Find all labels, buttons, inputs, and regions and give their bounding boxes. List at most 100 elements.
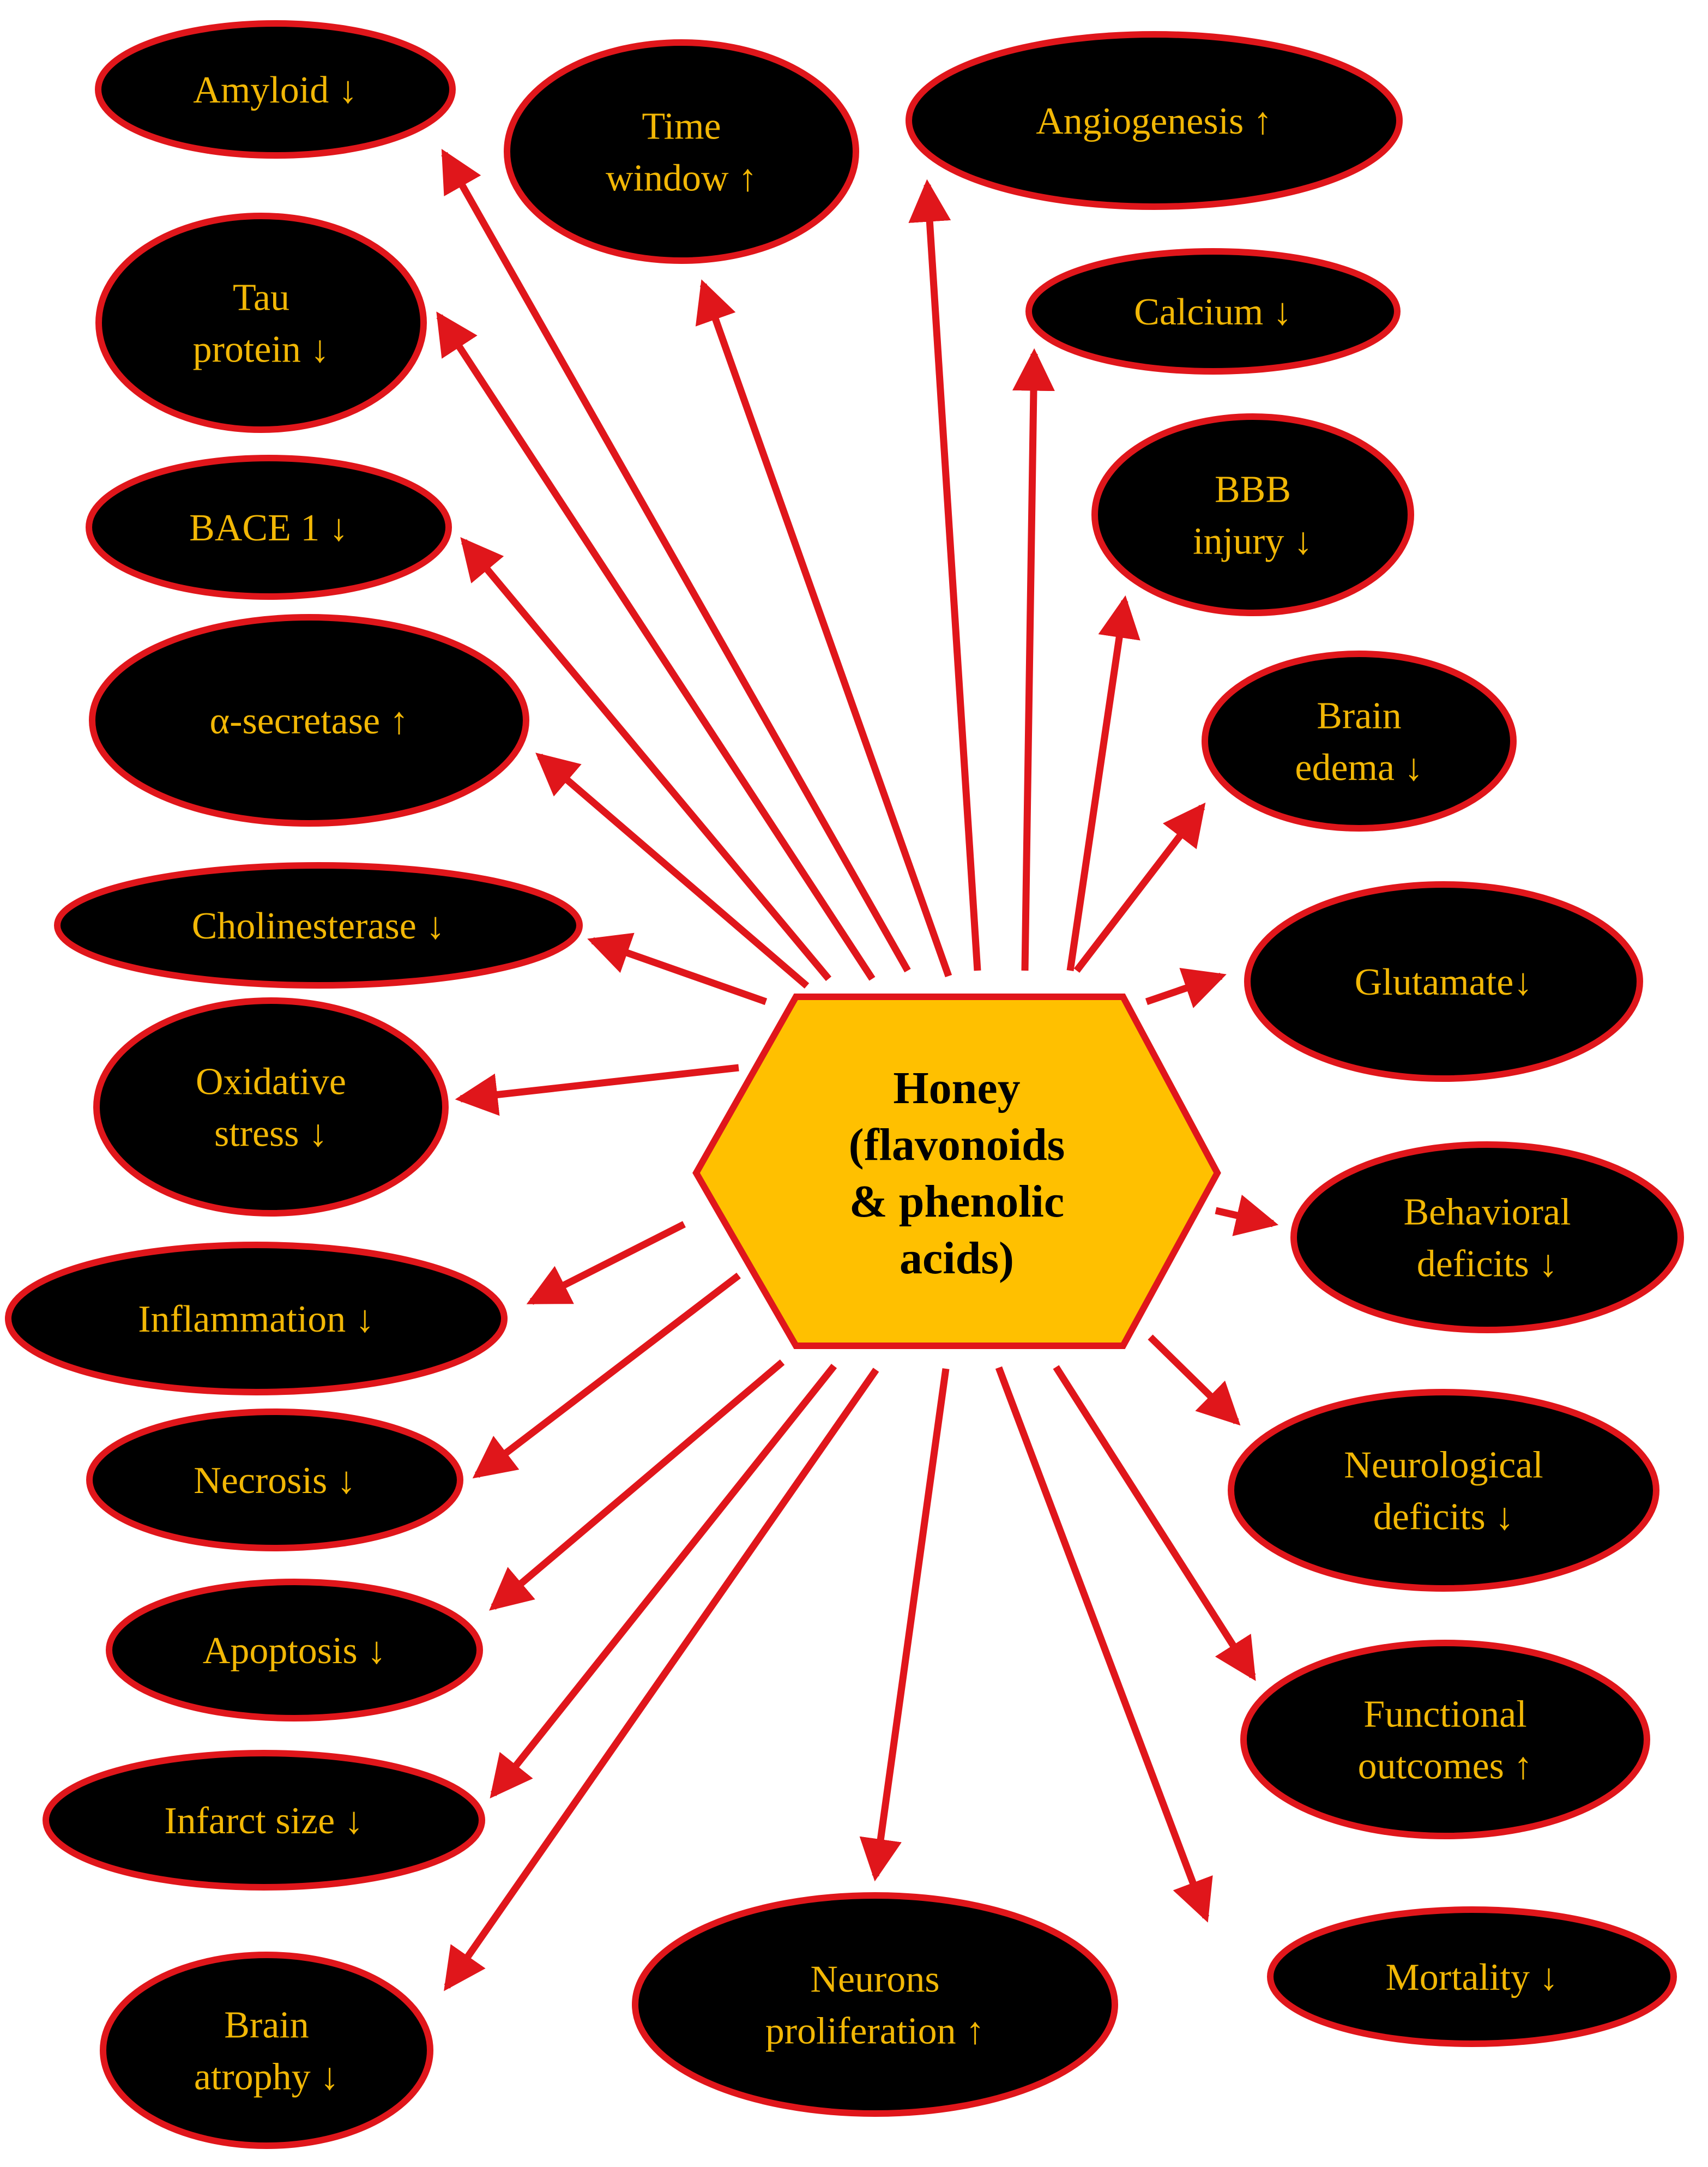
arrow-to-brain-atrophy [444, 1368, 879, 1991]
node-label: window ↑ [606, 158, 757, 200]
node-oxidative-stress: Oxidative stress ↓ [93, 997, 449, 1217]
node-label: Apoptosis ↓ [203, 1630, 386, 1672]
node-ellipse [1244, 881, 1643, 1082]
arrow-to-bace1 [460, 537, 831, 982]
arrow-to-alpha-secretase [535, 753, 810, 989]
node-ellipse [5, 1242, 508, 1395]
node-label: edema ↓ [1295, 747, 1423, 789]
arrow-to-glutamate [1145, 968, 1227, 1008]
node-label: atrophy ↓ [194, 2056, 339, 2098]
arrow-to-calcium [1012, 348, 1055, 971]
node-label: Angiogenesis ↑ [1036, 100, 1272, 142]
node-glutamate: Glutamate↓ [1244, 881, 1643, 1082]
node-ellipse [106, 1579, 483, 1721]
node-label: protein ↓ [193, 329, 330, 371]
node-label: BBB [1215, 469, 1291, 511]
node-ellipse [86, 1408, 463, 1551]
node-mortality: Mortality ↓ [1267, 1906, 1677, 2047]
node-label: Functional [1363, 1694, 1526, 1736]
node-label: proliferation ↑ [765, 2011, 985, 2052]
node-tau-protein: Tau protein ↓ [95, 213, 427, 433]
center-label-line: (flavonoids [849, 1119, 1065, 1170]
node-inflammation: Inflammation ↓ [5, 1242, 508, 1395]
arrow-to-brain-edema [1073, 802, 1206, 973]
node-label: Mortality ↓ [1386, 1957, 1559, 1999]
node-brain-edema: Brain edema ↓ [1202, 651, 1517, 832]
node-functional-outcomes: Functional outcomes ↑ [1240, 1640, 1650, 1839]
node-label: outcomes ↑ [1358, 1745, 1533, 1787]
arrow-to-infarct-size [490, 1363, 837, 1799]
node-bace1: BACE 1 ↓ [86, 455, 452, 600]
node-label: Necrosis ↓ [194, 1460, 355, 1502]
arrow-to-amyloid [441, 148, 911, 973]
node-ellipse [1228, 1389, 1659, 1592]
arrows-layer [436, 148, 1279, 1991]
node-ellipse [1267, 1906, 1677, 2047]
node-bbb-injury: BBB injury ↓ [1091, 413, 1414, 616]
node-ellipse [54, 862, 583, 989]
node-label: Cholinesterase ↓ [192, 905, 445, 947]
node-brain-atrophy: Brain atrophy ↓ [100, 1952, 433, 2149]
node-label: deficits ↓ [1417, 1243, 1558, 1285]
node-ellipse [95, 213, 427, 433]
node-label: Calcium ↓ [1134, 291, 1292, 333]
node-label: Oxidative [196, 1061, 346, 1103]
node-label: BACE 1 ↓ [189, 507, 348, 549]
node-label: Brain [1317, 695, 1402, 737]
node-ellipse [504, 39, 859, 264]
arrow-to-neurological-deficits [1148, 1334, 1241, 1426]
node-neurons-proliferation: Neurons proliferation ↑ [632, 1892, 1118, 2117]
arrow-to-inflammation [526, 1221, 686, 1305]
node-neurological-deficits: Neurological deficits ↓ [1228, 1389, 1659, 1592]
node-label: α-secretase ↑ [209, 700, 408, 742]
node-apoptosis: Apoptosis ↓ [106, 1579, 483, 1721]
arrow-to-oxidative-stress [455, 1064, 739, 1116]
center-hexagon [692, 994, 1221, 1349]
arrow-to-functional-outcomes [1053, 1365, 1256, 1681]
node-calcium: Calcium ↓ [1025, 248, 1401, 375]
arrow-to-bbb-injury [1066, 595, 1140, 971]
arrow-to-neurons-proliferation [859, 1368, 950, 1882]
node-label: deficits ↓ [1373, 1496, 1514, 1538]
node-label: stress ↓ [214, 1113, 328, 1155]
node-infarct-size: Infarct size ↓ [43, 1750, 485, 1891]
node-alpha-secretase: α-secretase ↑ [89, 614, 529, 827]
node-label: Brain [224, 2005, 309, 2046]
node-ellipse [1025, 248, 1401, 375]
node-label: Behavioral [1403, 1191, 1571, 1233]
node-time-window: Time window ↑ [504, 39, 859, 264]
node-amyloid: Amyloid ↓ [95, 20, 456, 159]
node-ellipse [1202, 651, 1517, 832]
arrow-to-necrosis [472, 1272, 741, 1479]
node-ellipse [86, 455, 452, 600]
center-label-line: & phenolic [849, 1176, 1064, 1227]
node-cholinesterase: Cholinesterase ↓ [54, 862, 583, 989]
node-ellipse [93, 997, 449, 1217]
node-label: Neurological [1344, 1444, 1543, 1486]
arrow-to-behavioral-deficits [1215, 1194, 1279, 1236]
arrow-to-mortality [995, 1366, 1213, 1923]
arrow-to-time-window [695, 279, 952, 978]
node-ellipse [1091, 413, 1414, 616]
effect-nodes: Amyloid ↓ Time window ↑ Angiogenesis ↑ Calci… [5, 20, 1684, 2149]
center-label-line: acids) [900, 1233, 1014, 1284]
node-angiogenesis: Angiogenesis ↑ [906, 31, 1403, 210]
node-ellipse [89, 614, 529, 827]
node-necrosis: Necrosis ↓ [86, 1408, 463, 1551]
node-behavioral-deficits: Behavioral deficits ↓ [1290, 1141, 1684, 1333]
node-ellipse [1290, 1141, 1684, 1333]
arrow-to-cholinesterase [587, 932, 768, 1006]
node-label: Inflammation ↓ [138, 1298, 375, 1340]
node-label: Neurons [810, 1959, 939, 2001]
node-label: Tau [233, 277, 289, 319]
node-label: Time [642, 106, 721, 148]
node-ellipse [632, 1892, 1118, 2117]
node-ellipse [1240, 1640, 1650, 1839]
arrow-to-angiogenesis [908, 179, 981, 971]
node-ellipse [43, 1750, 485, 1891]
arrow-to-tau-protein [436, 311, 876, 981]
node-ellipse [95, 20, 456, 159]
node-label: injury ↓ [1193, 521, 1313, 563]
